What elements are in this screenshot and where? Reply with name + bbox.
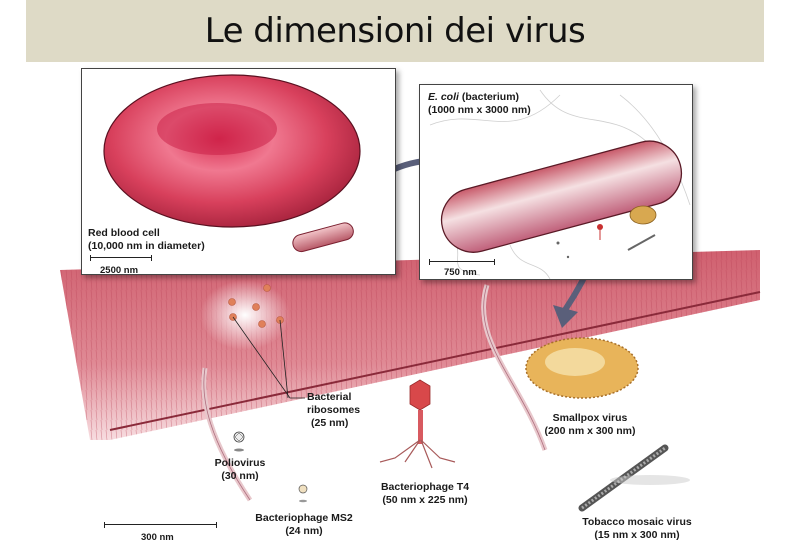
page-title: Le dimensioni dei virus xyxy=(204,11,586,51)
title-bar: Le dimensioni dei virus xyxy=(26,0,764,62)
rbc-label-size: (10,000 nm in diameter) xyxy=(88,240,205,252)
ms2-glyph xyxy=(298,484,308,503)
main-scale-label: 300 nm xyxy=(141,532,174,543)
e-coli-italic: E. coli xyxy=(428,91,459,103)
t4-label: Bacteriophage T4 (50 nm x 225 nm) xyxy=(370,481,480,507)
ribosomes-size: (25 nm) xyxy=(311,417,349,429)
poliovirus-label: Poliovirus (30 nm) xyxy=(206,457,274,483)
e-coli-label-name: E. coli (bacterium) xyxy=(428,91,519,104)
poliovirus-name: Poliovirus xyxy=(214,457,266,469)
tmv-glyph xyxy=(578,444,690,512)
t4-name: Bacteriophage T4 xyxy=(380,481,470,493)
red-blood-cell-illustration xyxy=(103,74,361,253)
tmv-name: Tobacco mosaic virus xyxy=(582,516,692,528)
e-coli-scale-label: 750 nm xyxy=(444,267,477,278)
ribosomes-name: Bacterial xyxy=(307,391,352,403)
t4-size: (50 nm x 225 nm) xyxy=(382,494,468,506)
e-coli-scale-bar xyxy=(429,259,495,265)
poliovirus-glyph xyxy=(233,431,245,452)
ribosomes-label: Bacterial ribosomes (25 nm) xyxy=(307,391,360,430)
smallpox-name: Smallpox virus xyxy=(552,412,628,424)
ribosomes-name2: ribosomes xyxy=(307,404,361,416)
e-coli-illustration xyxy=(429,89,691,279)
rbc-scale-bar xyxy=(90,255,152,261)
red-blood-cell-inset: Red blood cell (10,000 nm in diameter) 2… xyxy=(81,68,396,276)
smallpox-glyph xyxy=(525,337,639,399)
rbc-scale-label: 2500 nm xyxy=(100,265,139,276)
t4-phage-glyph xyxy=(379,379,456,469)
tmv-size: (15 nm x 300 nm) xyxy=(594,529,680,541)
e-coli-label-size: (1000 nm x 3000 nm) xyxy=(428,104,531,116)
rbc-label-name: Red blood cell xyxy=(88,227,160,239)
ms2-size: (24 nm) xyxy=(285,525,323,537)
ms2-label: Bacteriophage MS2 (24 nm) xyxy=(245,512,363,538)
mini-viruses xyxy=(556,205,657,259)
tmv-label: Tobacco mosaic virus (15 nm x 300 nm) xyxy=(572,516,702,542)
smallpox-size: (200 nm x 300 nm) xyxy=(544,425,636,437)
e-coli-inset: E. coli (bacterium) (1000 nm x 3000 nm) … xyxy=(419,84,693,280)
e-coli-bacterium: (bacterium) xyxy=(458,91,520,103)
ms2-name: Bacteriophage MS2 xyxy=(255,512,353,524)
poliovirus-size: (30 nm) xyxy=(221,470,259,482)
main-scale-bar xyxy=(104,522,217,528)
smallpox-label: Smallpox virus (200 nm x 300 nm) xyxy=(530,412,650,438)
